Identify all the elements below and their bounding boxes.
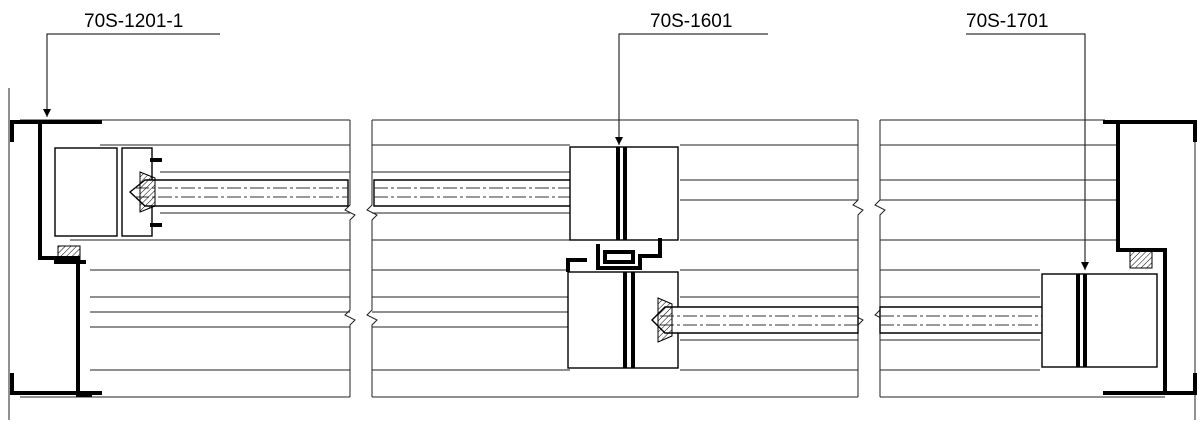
- left-frame-profile: [10, 120, 162, 397]
- callout-middle: 70S-1601: [615, 11, 768, 145]
- callout-label-middle: 70S-1601: [650, 11, 732, 32]
- lower-glass-unit: [651, 297, 1072, 343]
- right-frame-profile: [1041, 120, 1197, 395]
- upper-sash-lines: [20, 119, 1118, 241]
- callout-left: 70S-1201-1: [43, 11, 220, 117]
- lower-sash-lines: [20, 269, 1165, 398]
- upper-glass-unit: [128, 171, 587, 213]
- callout-label-left: 70S-1201-1: [84, 11, 183, 32]
- callout-label-right: 70S-1701: [966, 11, 1048, 32]
- callout-right: 70S-1701: [966, 11, 1089, 270]
